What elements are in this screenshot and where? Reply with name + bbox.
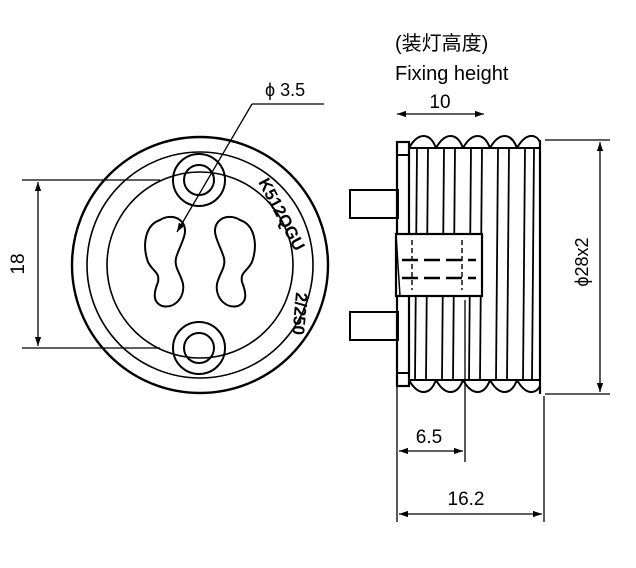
pin-socket-left xyxy=(144,215,186,308)
pin-socket-right xyxy=(214,215,256,308)
mounting-hole-top xyxy=(172,153,226,207)
hole-spacing-label: 18 xyxy=(8,253,29,274)
face-ring xyxy=(106,171,294,359)
hole-diameter-label: ϕ 3.5 xyxy=(265,80,305,100)
total-length-label: 16.2 xyxy=(448,489,485,510)
hole-diameter-leader xyxy=(176,103,253,233)
depth-label: 6.5 xyxy=(416,427,442,448)
inner-rim xyxy=(86,151,314,379)
outer-rim xyxy=(70,135,330,395)
pin-upper xyxy=(349,189,399,219)
front-view: ϕ 3.5 18 K512QGU 2/250 xyxy=(8,80,330,395)
locking-clip xyxy=(394,232,484,298)
fixing-height-label: 10 xyxy=(429,92,450,113)
mounting-hole-bottom xyxy=(172,321,226,375)
marking-rating: 2/250 xyxy=(288,292,311,336)
thread-label: ϕ28x2 xyxy=(572,237,592,286)
heading-cn: (装灯高度) xyxy=(395,32,488,55)
heading-en: Fixing height xyxy=(395,63,509,85)
pin-lower xyxy=(349,311,399,341)
side-view: (装灯高度) Fixing height 10 xyxy=(349,32,610,522)
